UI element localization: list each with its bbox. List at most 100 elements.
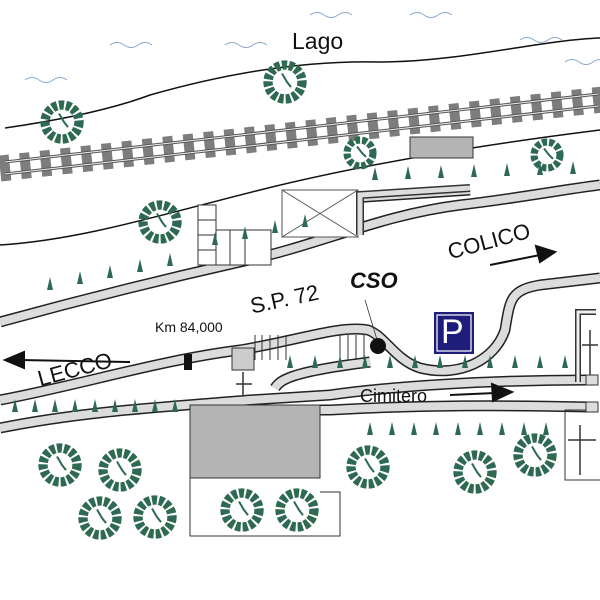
grass-icon bbox=[504, 163, 510, 177]
railway-sleeper bbox=[428, 105, 441, 133]
tree-icon bbox=[530, 138, 564, 172]
building-north bbox=[409, 136, 474, 159]
grass-icon bbox=[412, 355, 418, 368]
grass-icon bbox=[272, 220, 278, 233]
station-building bbox=[231, 347, 255, 371]
railway-embankment bbox=[0, 129, 600, 246]
grass-icon bbox=[487, 355, 493, 368]
grass-icon bbox=[537, 355, 543, 368]
grass-icon bbox=[92, 399, 98, 412]
railway-sleeper bbox=[305, 119, 319, 147]
railway bbox=[0, 86, 600, 182]
grass-marks bbox=[12, 161, 576, 435]
grass-icon bbox=[433, 422, 439, 435]
grass-icon bbox=[437, 355, 443, 368]
railway-sleeper bbox=[80, 145, 94, 173]
grass-icon bbox=[107, 265, 113, 278]
railway-sleeper bbox=[387, 109, 400, 137]
underpass-stairs bbox=[197, 204, 272, 266]
railway-sleeper bbox=[162, 135, 175, 163]
arrow-icon bbox=[2, 244, 558, 403]
lake-shore bbox=[4, 37, 600, 129]
cemetery-gate bbox=[585, 374, 599, 386]
grass-icon bbox=[312, 355, 318, 368]
crossed-building bbox=[281, 189, 359, 238]
grass-icon bbox=[287, 355, 293, 368]
km-label: Km 84,000 bbox=[155, 319, 223, 335]
railway-sleeper bbox=[60, 147, 73, 175]
grass-icon bbox=[499, 422, 505, 435]
grass-icon bbox=[477, 422, 483, 435]
wave-icon bbox=[519, 37, 563, 43]
parking-label: P bbox=[441, 313, 464, 351]
railway-sleeper bbox=[39, 149, 53, 177]
railway-sleeper bbox=[141, 138, 155, 166]
tree-icon bbox=[133, 495, 177, 539]
grass-icon bbox=[537, 162, 543, 176]
grass-icon bbox=[167, 253, 173, 266]
cemetery-wall-south bbox=[564, 409, 600, 481]
railway-sleeper bbox=[0, 154, 12, 182]
tree-icon bbox=[98, 448, 142, 492]
grass-icon bbox=[405, 166, 411, 180]
grass-icon bbox=[112, 399, 118, 412]
km-marker bbox=[184, 354, 192, 370]
grass-icon bbox=[471, 164, 477, 178]
grass-icon bbox=[72, 399, 78, 412]
tree-icon bbox=[453, 450, 497, 494]
grass-icon bbox=[438, 165, 444, 179]
grass-icon bbox=[212, 232, 218, 245]
cemetery-gate bbox=[585, 401, 599, 413]
railway-sleeper bbox=[448, 102, 462, 130]
tree-icon bbox=[513, 433, 557, 477]
wave-icon bbox=[409, 12, 453, 18]
railway-sleeper bbox=[100, 142, 114, 170]
grass-icon bbox=[512, 355, 518, 368]
railway-sleeper bbox=[325, 117, 339, 144]
grass-icon bbox=[77, 271, 83, 284]
railway-sleeper bbox=[121, 140, 135, 168]
railway-sleeper bbox=[530, 93, 543, 121]
railway-sleeper bbox=[203, 131, 216, 159]
grass-icon bbox=[132, 399, 138, 412]
tree-icon bbox=[78, 496, 122, 540]
grass-icon bbox=[32, 399, 38, 412]
railway-sleeper bbox=[489, 98, 503, 126]
wave-icon bbox=[564, 59, 600, 65]
grass-icon bbox=[372, 167, 378, 180]
railway-sleeper bbox=[244, 126, 257, 154]
railway-sleeper bbox=[571, 88, 584, 116]
lake-label: Lago bbox=[292, 28, 344, 54]
path-south bbox=[189, 477, 341, 537]
station-leader bbox=[364, 299, 379, 344]
grass-icon bbox=[389, 422, 395, 435]
wave-icon bbox=[224, 42, 268, 48]
grass-icon bbox=[411, 422, 417, 435]
wave-icon bbox=[24, 77, 68, 83]
grass-icon bbox=[337, 355, 343, 368]
grass-icon bbox=[455, 422, 461, 435]
railway-sleeper bbox=[366, 112, 380, 140]
tree-icon bbox=[275, 488, 319, 532]
wave-icon bbox=[309, 12, 353, 18]
parking-icon bbox=[434, 312, 474, 354]
station-dot-icon bbox=[370, 338, 386, 354]
tree-icon bbox=[40, 100, 84, 144]
railway-sleeper bbox=[407, 107, 421, 135]
wave-icon bbox=[109, 42, 153, 48]
grass-icon bbox=[152, 399, 158, 412]
grass-icon bbox=[12, 399, 18, 412]
cemetery-label: Cimitero bbox=[360, 386, 428, 406]
railway-sleeper bbox=[550, 91, 564, 119]
tree-icon bbox=[220, 488, 264, 532]
railway-sleeper bbox=[284, 121, 298, 149]
stairs bbox=[254, 335, 365, 360]
railway-sleeper bbox=[591, 86, 600, 114]
station-label: CSO bbox=[350, 268, 398, 293]
railway-sleeper bbox=[182, 133, 196, 161]
trees bbox=[38, 60, 564, 540]
grass-icon bbox=[521, 422, 527, 435]
grass-icon bbox=[362, 355, 368, 368]
